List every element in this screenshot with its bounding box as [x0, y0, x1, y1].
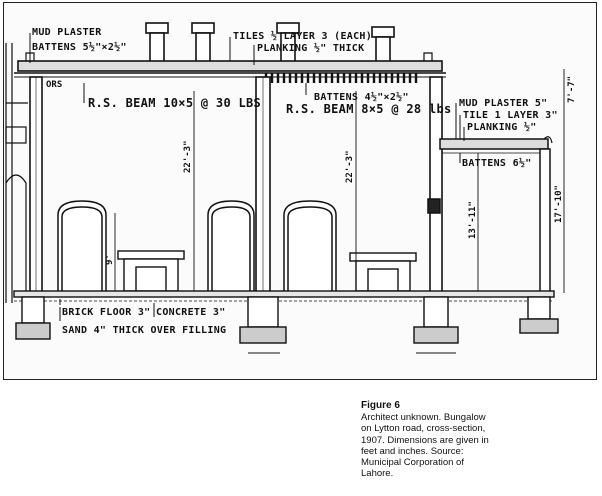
architectural-drawing: MUD PLASTER BATTENS 5½"×2½" TILES ½ LAYE… — [3, 2, 597, 380]
cross-section-svg: MUD PLASTER BATTENS 5½"×2½" TILES ½ LAYE… — [5, 22, 577, 354]
figure-caption: Figure 6 Architect unknown. Bungalow on … — [361, 400, 581, 479]
caption-line-6: Lahore. — [361, 468, 394, 480]
leader-lines — [29, 33, 465, 321]
dim-door-height: 9' — [105, 254, 115, 265]
dim-wall-height-1: 22'-3" — [183, 140, 193, 173]
label-brick-floor: BRICK FLOOR 3" — [62, 307, 151, 318]
dim-right-height: 17'-10" — [554, 185, 564, 223]
dim-top-height: 7'-7" — [567, 76, 577, 103]
label-sand: SAND 4" THICK OVER FILLING — [62, 325, 226, 336]
label-tiles: TILES ½ LAYER 3 (EACH) — [233, 30, 372, 42]
foundations — [15, 296, 559, 344]
fireplaces — [117, 250, 417, 292]
floor — [13, 290, 555, 302]
label-tile-layer-right: TILE 1 LAYER 3" — [463, 110, 558, 121]
dim-wall-height-2: 22'-3" — [345, 150, 355, 183]
caption-line-2: on Lytton road, cross-section, — [361, 423, 486, 435]
arched-openings — [57, 198, 441, 291]
verandah — [439, 136, 553, 296]
figure-label: Figure 6 — [361, 400, 400, 411]
caption-line-3: 1907. Dimensions are given in — [361, 434, 489, 446]
label-concrete: CONCRETE 3" — [156, 307, 226, 318]
label-planking: PLANKING ½" THICK — [257, 42, 364, 54]
dim-verandah-height: 13'-11" — [468, 201, 478, 239]
caption-line-4: feet and inches. Source: — [361, 445, 464, 457]
dimension-lines — [114, 69, 565, 354]
label-rs-beam-1: R.S. BEAM 10×5 @ 30 LBS — [88, 96, 261, 110]
label-rs-beam-2: R.S. BEAM 8×5 @ 28 lbs — [286, 102, 452, 116]
label-mud-plaster-right: MUD PLASTER 5" — [459, 98, 548, 109]
label-ors: ORS — [46, 80, 62, 90]
label-mud-plaster: MUD PLASTER — [32, 27, 102, 38]
caption-line-1: Architect unknown. Bungalow — [361, 412, 486, 424]
label-planking-right: PLANKING ½" — [467, 121, 537, 133]
label-battens-mid: BATTENS 4½"×2½" — [314, 91, 409, 103]
label-battens-right: BATTENS 6½" — [462, 157, 532, 169]
roof-battens — [264, 73, 418, 83]
walls — [29, 76, 443, 294]
caption-line-5: Municipal Corporation of — [361, 457, 464, 469]
left-adjoining — [5, 43, 28, 303]
label-battens-top: BATTENS 5½"×2½" — [32, 41, 127, 53]
